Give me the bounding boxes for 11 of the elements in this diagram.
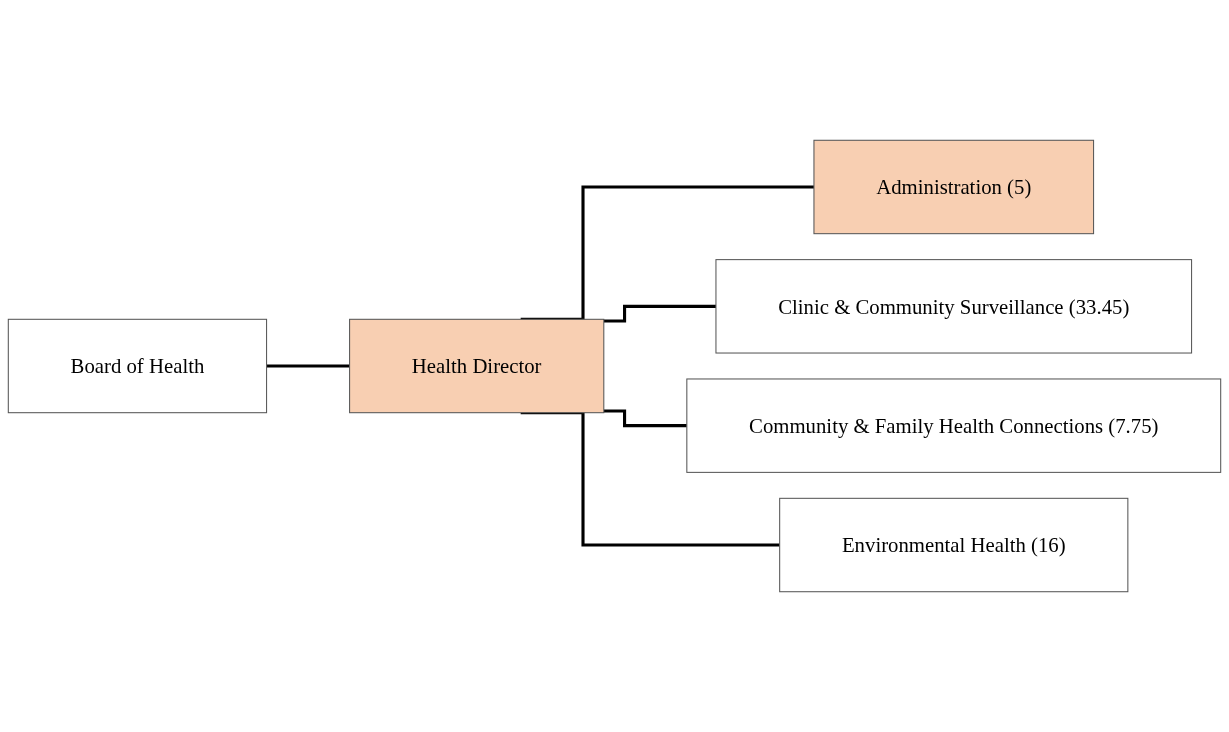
connector bbox=[266, 364, 350, 368]
node-box: Clinic & Community Surveillance (33.45) bbox=[715, 259, 1193, 354]
connector bbox=[603, 304, 716, 323]
node-box: Environmental Health (16) bbox=[779, 497, 1129, 593]
node-box: Health Director bbox=[349, 318, 605, 414]
node-box: Administration (5) bbox=[813, 139, 1095, 235]
node-box: Community & Family Health Connections (7.75) bbox=[686, 378, 1222, 473]
connector bbox=[520, 185, 814, 321]
node-box: Board of Health bbox=[7, 318, 268, 414]
connector bbox=[603, 409, 687, 428]
connector bbox=[520, 411, 780, 547]
